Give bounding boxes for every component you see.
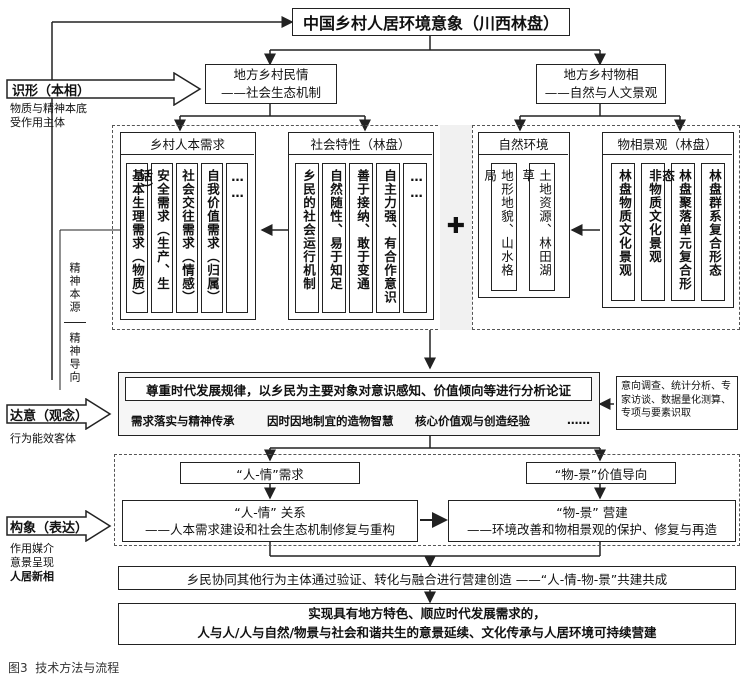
gouxiang-sub1: 作用媒介 [10,542,54,555]
construction-frame [114,454,740,546]
minqing-line2: ——社会生态机制 [220,85,321,100]
dayi-label: 达意（观念） [10,409,89,424]
shixing-arrow: 识形（本相） [6,72,202,106]
wujing-box: “物-景” 营建 ——环境改善和物相景观的保护、修复与再造 [448,500,736,542]
final-line1: 实现具有地方特色、顺应时代发展需求的， [308,606,546,622]
need-col-3: 社会交往需求（情感） [176,163,198,313]
trait-col-5: …… [403,163,427,313]
landscape-col-1: 林盘物质文化景观 [611,163,635,301]
renqing-line2: ——人本需求建设和社会生态机制修复与重构 [144,522,395,537]
analysis-item-2: 因时因地制宜的造物智慧 [267,414,394,428]
gouxiang-sub2: 意景呈现 [10,556,54,569]
jingshen-benyuan-label: 精神本源 [68,262,81,314]
final-line2: 人与人/人与自然/物景与社会和谐共生的意景延续、文化传承与人居环境可持续营建 [197,625,657,640]
env-col-1: 地形地貌、山水格局 [482,163,517,291]
trait-col-4: 自主力强、有合作意识 [376,163,400,313]
need-col-4: 自我价值需求（归属） [201,163,223,313]
analysis-main-box: 尊重时代发展规律，以乡民为主要对象对意识感知、价值倾向等进行分析论证 [125,377,592,401]
need-col-2: 安全需求（生产、生活） [138,163,173,313]
panel-human-needs-header: 乡村人本需求 [121,133,254,155]
diagram-title: 中国乡村人居环境意象（川西林盘） [302,14,559,33]
need-label: “人-情”需求 [236,466,304,482]
wuxiang-line2: ——自然与人文景观 [544,85,658,100]
dayi-arrow: 达意（观念） [6,398,112,430]
wujing-line1: “物-景” 营建 [556,504,628,520]
renqing-box: “人-情” 关系 ——人本需求建设和社会生态机制修复与重构 [122,500,418,542]
final-box: 实现具有地方特色、顺应时代发展需求的， 人与人/人与自然/物景与社会和谐共生的意… [118,603,736,645]
panel-natural-env-header: 自然环境 [479,133,568,155]
analysis-main: 尊重时代发展规律，以乡民为主要对象对意识感知、价值倾向等进行分析论证 [145,382,571,398]
methods-box: 意向调查、统计分析、专家访谈、数据量化测算、专项与要素识取 [616,376,738,430]
need-col-1: 基本生理需求（物质） [126,163,148,313]
gouxiang-label: 构象（表达） [10,521,89,536]
jingshen-daoxiang-label: 精神导向 [68,332,81,384]
plus-column-bg [440,125,472,330]
panel-natural-env: 自然环境 地形地貌、山水格局 土地资源、林田湖草 [478,132,570,298]
shixing-sub2: 受作用主体 [10,116,65,129]
plus-icon: ✚ [446,213,466,239]
trait-col-1: 乡民的社会运行机制 [295,163,319,313]
value-label: “物-景”价值导向 [554,466,648,482]
need-col-5: …… [226,163,248,313]
analysis-item-3: 核心价值观与创造经验 [415,414,530,428]
shixing-label: 识形（本相） [12,84,91,99]
methods-text: 意向调查、统计分析、专家访谈、数据量化测算、专项与要素识取 [621,381,731,419]
analysis-item-4: …… [567,413,590,427]
env-col-2: 土地资源、林田湖草 [520,163,555,291]
diagram-title-box: 中国乡村人居环境意象（川西林盘） [292,8,570,36]
cojoint-box: 乡民协同其他行为主体通过验证、转化与融合进行营建创造 ——“人-情-物-景”共建… [118,566,736,590]
figure-caption: 图3 技术方法与流程 [8,661,120,675]
value-label-box: “物-景”价值导向 [526,462,676,484]
right-group-frame [472,125,740,330]
gouxiang-sub3: 人居新相 [10,570,54,583]
panel-social-traits: 社会特性（林盘） 乡民的社会运行机制 自然随性、易于知足 善于接纳、敢于变通 自… [288,132,434,320]
wuxiang-box: 地方乡村物相 ——自然与人文景观 [536,64,666,104]
jingshen-divider [64,322,86,323]
wujing-line2: ——环境改善和物相景观的保护、修复与再造 [466,522,717,537]
cojoint-text: 乡民协同其他行为主体通过验证、转化与融合进行营建创造 ——“人-情-物-景”共建… [186,571,668,587]
landscape-col-4: 林盘群系复合形态 [701,163,725,301]
panel-landscape: 物相景观（林盘） 林盘物质文化景观 非物质文化景观 林盘聚落单元复合形态 林盘群… [602,132,734,308]
panel-human-needs: 乡村人本需求 基本生理需求（物质） 安全需求（生产、生活） 社会交往需求（情感）… [120,132,256,320]
minqing-line1: 地方乡村民情 [233,66,309,82]
trait-col-3: 善于接纳、敢于变通 [349,163,373,313]
analysis-box: 尊重时代发展规律，以乡民为主要对象对意识感知、价值倾向等进行分析论证 需求落实与… [118,372,600,436]
trait-col-2: 自然随性、易于知足 [322,163,346,313]
landscape-col-3: 林盘聚落单元复合形态 [660,163,695,301]
landscape-col-2: 非物质文化景观 [641,163,665,301]
wuxiang-line1: 地方乡村物相 [563,66,639,82]
shixing-sub1: 物质与精神本底 [10,102,87,115]
need-label-box: “人-情”需求 [180,462,360,484]
minqing-box: 地方乡村民情 ——社会生态机制 [205,64,337,104]
renqing-line1: “人-情” 关系 [234,504,306,520]
panel-social-traits-header: 社会特性（林盘） [289,133,432,155]
dayi-sub: 行为能效客体 [10,432,76,445]
panel-landscape-header: 物相景观（林盘） [603,133,732,155]
gouxiang-arrow: 构象（表达） [6,510,112,542]
analysis-item-1: 需求落实与精神传承 [131,414,235,428]
